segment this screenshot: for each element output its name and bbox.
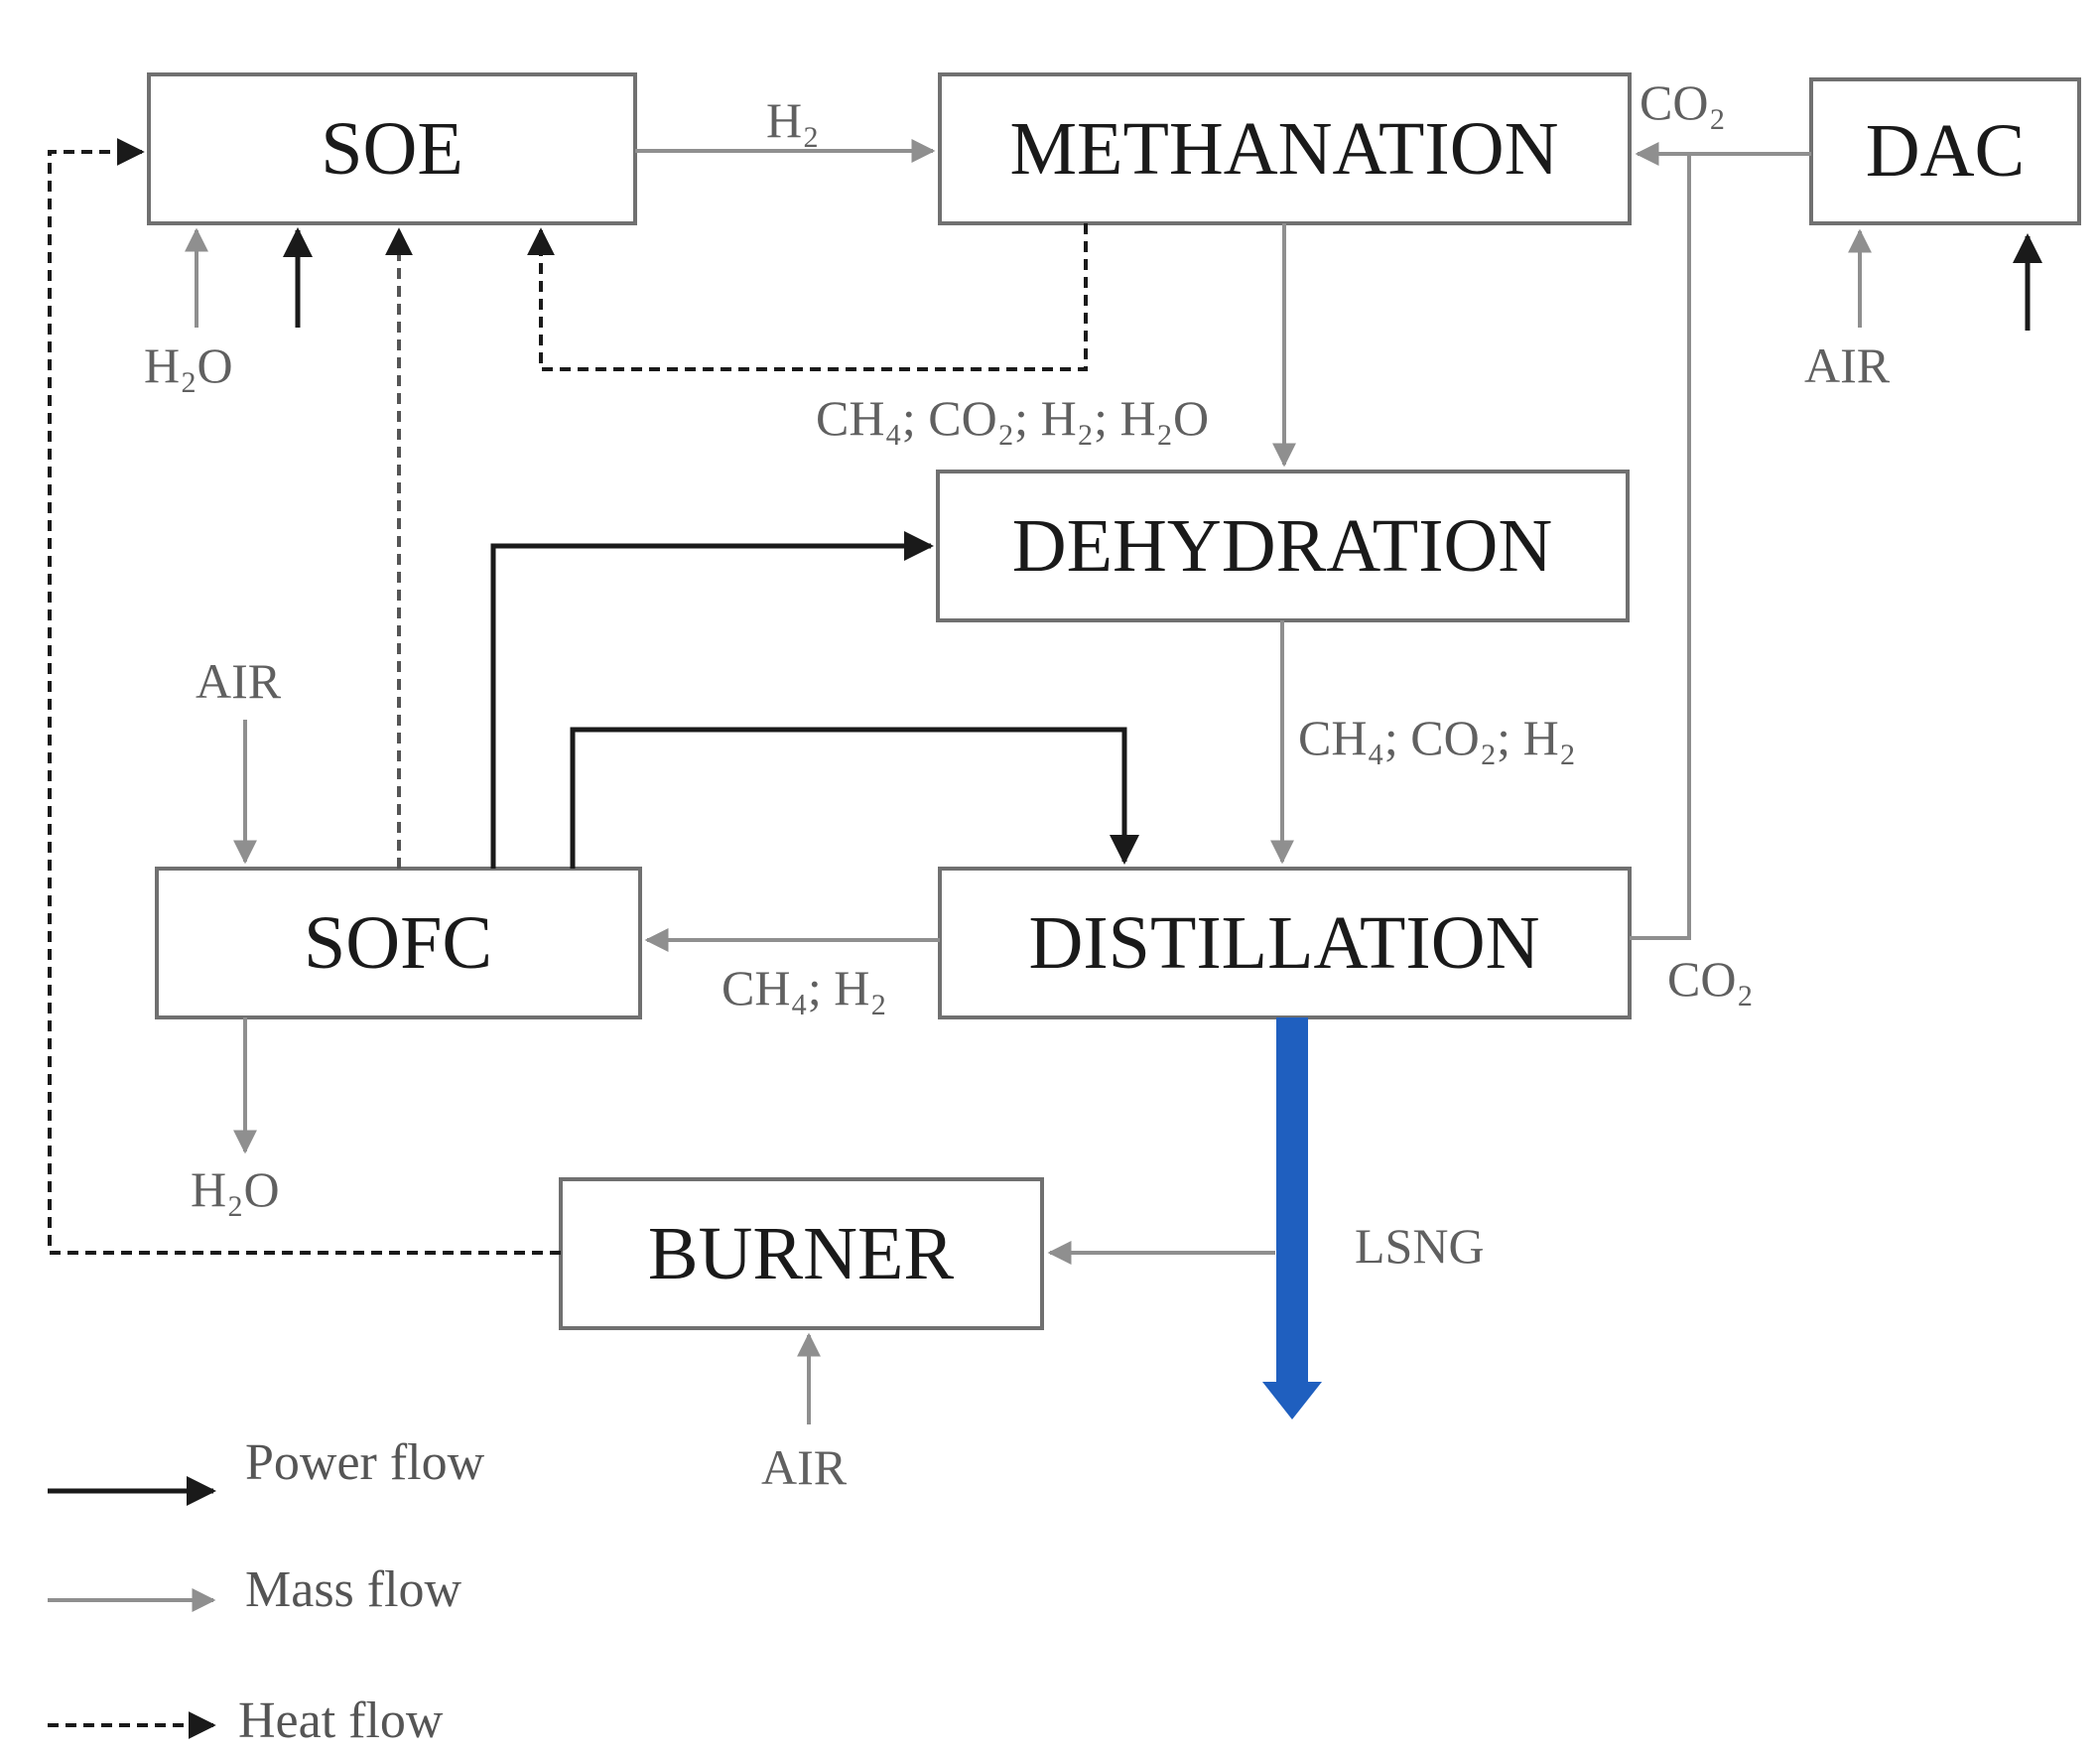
heat-methanation-to-soe-arrow xyxy=(527,223,1088,371)
legend-mass-label: Mass flow xyxy=(245,1561,462,1618)
heat-burner-to-soe-arrow xyxy=(48,138,561,1255)
h2o-sofc-label: H₂O xyxy=(191,1161,280,1217)
air-burner-label: AIR xyxy=(761,1439,848,1495)
burner-block: BURNER xyxy=(559,1177,1044,1330)
air-sofc-label: AIR xyxy=(196,653,282,709)
soe-label: SOE xyxy=(321,107,463,191)
methanation-label: METHANATION xyxy=(1009,107,1558,191)
dac-block: DAC xyxy=(1809,77,2081,225)
sofc-label: SOFC xyxy=(304,901,492,985)
methanation-block: METHANATION xyxy=(938,72,1632,225)
dehydration-block: DEHYDRATION xyxy=(936,470,1630,622)
legend-power-label: Power flow xyxy=(245,1434,485,1491)
sofc-block: SOFC xyxy=(155,867,642,1019)
distillation-label: DISTILLATION xyxy=(1028,901,1539,985)
methanation-out-label: CH₄; CO₂; H₂; H₂O xyxy=(816,390,1209,446)
ch4-h2-label: CH₄; H₂ xyxy=(722,960,887,1015)
h2o-soe-label: H₂O xyxy=(144,338,233,393)
dehydration-out-label: CH₄; CO₂; H₂ xyxy=(1298,710,1576,765)
lsng-label: LSNG xyxy=(1355,1218,1485,1274)
power-sofc-to-dehydration-arrow xyxy=(490,531,934,869)
burner-label: BURNER xyxy=(648,1212,955,1295)
co2-recycle-line xyxy=(1630,154,1691,940)
h2-flow-label: H₂ xyxy=(766,92,820,148)
dehydration-label: DEHYDRATION xyxy=(1012,504,1553,588)
distillation-block: DISTILLATION xyxy=(938,867,1632,1019)
co2-distillation-label: CO₂ xyxy=(1667,951,1754,1007)
power-sofc-to-distillation-arrow xyxy=(570,727,1139,869)
air-dac-label: AIR xyxy=(1804,338,1891,393)
lsng-product-arrow xyxy=(1262,1017,1322,1419)
dac-label: DAC xyxy=(1866,109,2025,193)
soe-block: SOE xyxy=(147,72,637,225)
legend-heat-label: Heat flow xyxy=(238,1692,444,1749)
co2-dac-label: CO₂ xyxy=(1640,74,1726,130)
legend: Power flow Mass flow Heat flow xyxy=(48,1434,485,1749)
